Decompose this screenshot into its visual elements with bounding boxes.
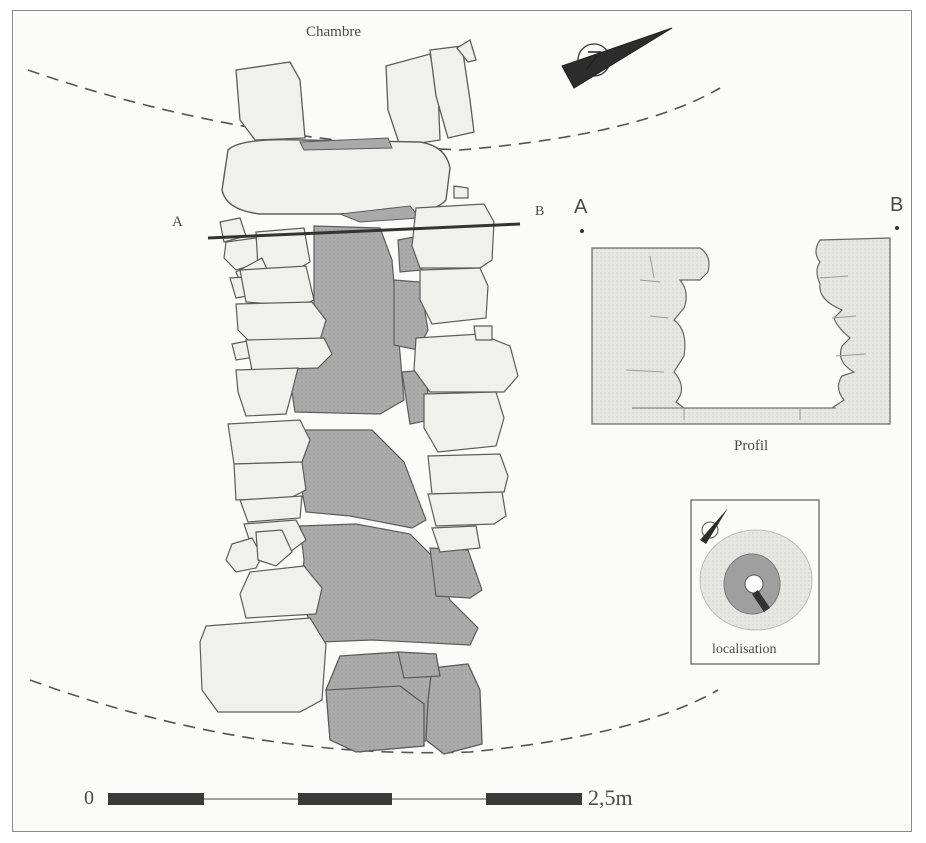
location-caption: localisation [712,642,777,657]
upper-arc-dashed [27,69,721,151]
right-wall-stones [411,185,519,553]
section-line-ab [207,222,521,240]
north-arrow-icon [561,27,673,89]
profile-point-b-label: B [890,194,904,216]
bottom-dark-stones [325,651,483,755]
lower-arc-dashed [29,679,719,754]
location-inset-box [690,499,820,665]
capstone [221,139,451,215]
scale-bar [108,793,582,805]
profile-drawing [580,226,899,425]
profile-caption: Profil [734,438,769,454]
profile-point-a-label: A [574,196,588,218]
inset-north-arrow-icon [700,508,728,544]
chamber-label: Chambre [306,24,361,40]
section-end-label: B [535,204,545,219]
scale-start-label: 0 [84,787,94,809]
chamber-orthostats [235,39,477,147]
section-start-label: A [172,214,183,230]
scale-end-label: 2,5m [588,785,633,810]
